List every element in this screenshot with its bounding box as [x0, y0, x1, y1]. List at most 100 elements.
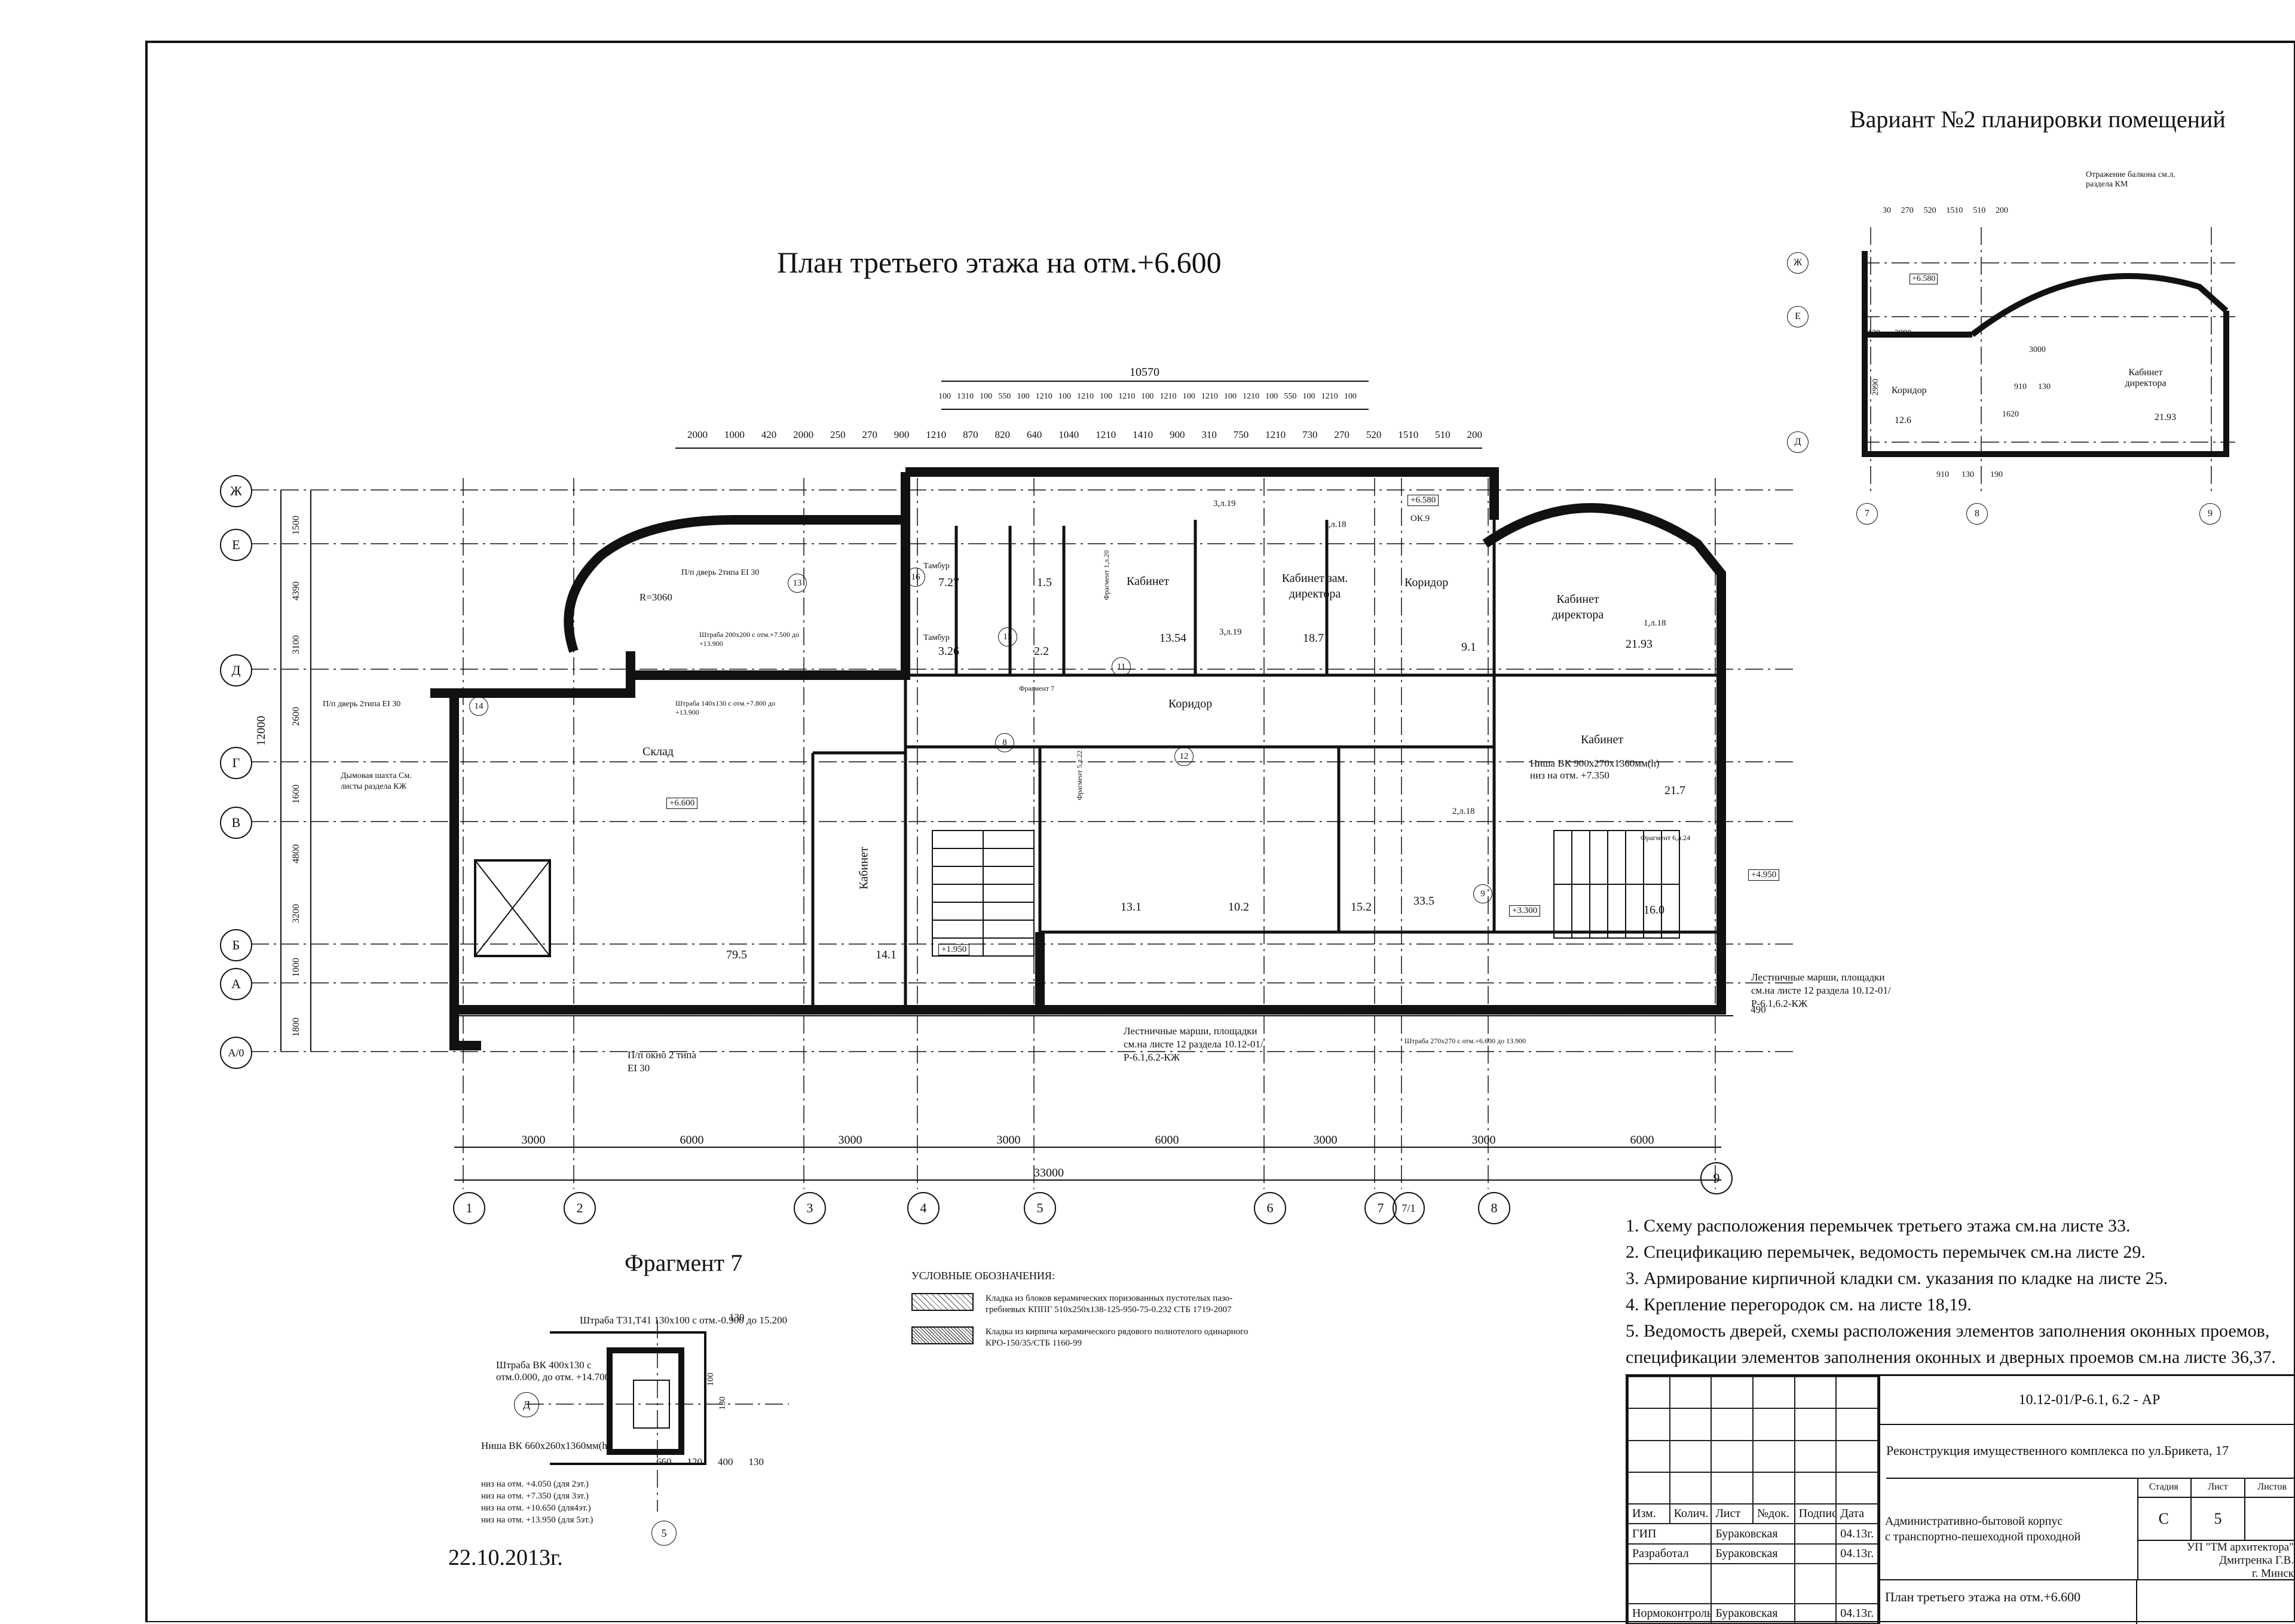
dim: 100: [938, 392, 951, 401]
dim: 1210: [1321, 392, 1338, 401]
grid-bubble-row-zh: Ж: [220, 475, 252, 507]
level-mark: +1.950: [938, 944, 970, 955]
fragment7-label: Штраба Т31,Т41 130х100 с отм.-0.900 до 1…: [580, 1314, 788, 1326]
sheet-number: 5: [2192, 1498, 2246, 1540]
legend: УСЛОВНЫЕ ОБОЗНАЧЕНИЯ: Кладка из блоков к…: [911, 1270, 1270, 1349]
grid-bubble-col-6: 6: [1254, 1192, 1286, 1224]
grid-lines: [251, 478, 1793, 1189]
fragment7-label: низ на отм. +13.950 (для 5эт.): [481, 1515, 593, 1525]
tb-head: №док.: [1752, 1503, 1795, 1525]
room-area: 1.5: [1037, 576, 1052, 589]
fragment7-drawing: [526, 1320, 789, 1512]
dim: 130: [717, 1396, 727, 1410]
dim: 100: [705, 1372, 715, 1386]
dim: 1210: [1455, 1004, 1476, 1015]
dim: 4370: [1690, 1004, 1710, 1015]
level-mark: +6.600: [666, 798, 698, 809]
room-label: Коридор: [1404, 576, 1449, 589]
dim: 1310: [957, 392, 974, 401]
dim: 1600: [291, 785, 301, 804]
callout-fire-door: П/п дверь 2типа EI 30: [681, 568, 760, 577]
dim: 1510: [1946, 206, 1963, 215]
dim: 1410: [1133, 429, 1153, 440]
dim: 900: [1169, 429, 1185, 440]
dim: 100: [1223, 392, 1237, 401]
marker-circle: 8: [995, 733, 1014, 752]
room-label: Склад: [642, 745, 674, 758]
variant-callout: Отражение балкона см.л. раздела КМ: [2086, 170, 2175, 189]
dim: 1210: [1243, 392, 1260, 401]
variant-grid-row: Д: [1787, 431, 1809, 453]
dim: 550: [998, 392, 1011, 401]
dim: 3000: [2029, 345, 2046, 354]
note-line: 4. Крепление перегородок см. на листе 18…: [1626, 1295, 1972, 1314]
variant-grid-row: Ж: [1787, 252, 1809, 274]
marker-circle: 13: [788, 574, 807, 593]
column-spacing-dimensions: 3000 6000 3000 3000 6000 3000 3000 6000: [454, 1132, 1721, 1148]
column-spacing: 6000: [680, 1133, 704, 1147]
dim: 620: [1104, 1004, 1120, 1015]
tb-role: ГИП: [1627, 1523, 1712, 1545]
grid-bubble-row-a0: А/0: [220, 1037, 252, 1069]
dim: 880: [1516, 1004, 1532, 1015]
marker-circle: 9: [1473, 884, 1492, 903]
dim: 930: [1572, 1004, 1588, 1015]
grid-bubble-col-8: 8: [1478, 1192, 1510, 1224]
grid-bubble-col-9: 9: [1700, 1162, 1733, 1194]
callout-stairs: Лестничные марши, площадки см.на листе 1…: [1124, 1025, 1263, 1063]
room-area: 33.5: [1413, 894, 1434, 908]
callout-chase: Штраба 140х130 с отм.+7.800 до +13.900: [675, 699, 776, 716]
row-spacing-dimensions: 1500 4390 3100 2600 1600 4800 3200 1000 …: [287, 496, 305, 1052]
stage-head: Лист: [2192, 1478, 2246, 1497]
dim: 1620: [2002, 410, 2019, 419]
column-spacing: 3000: [996, 1133, 1021, 1147]
dim: 520: [1923, 206, 1936, 215]
drawing-code: 10.12-01/Р-6.1, 6.2 - АР: [1880, 1376, 2295, 1425]
dim: 1210: [519, 1004, 540, 1015]
room-area: 2.2: [1034, 645, 1049, 658]
note-line: 5. Ведомость дверей, схемы расположения …: [1626, 1321, 2270, 1341]
dim: 820: [994, 429, 1011, 440]
callout-chase: Штраба 270х270 с отм.+6.600 до 13.900: [1404, 1037, 1526, 1045]
dim: 1210: [1201, 392, 1218, 401]
legend-item: Кладка из кирпича керамического рядового…: [911, 1326, 1270, 1349]
room-area: 21.7: [1664, 784, 1685, 797]
detail-mark: 3,л.19: [1213, 499, 1236, 508]
callout-fire-window: П/п окно 2 типа EI 30: [628, 1049, 696, 1074]
tb-head: Изм.: [1627, 1503, 1670, 1525]
room-area: 18.7: [1303, 632, 1324, 645]
dim: 660: [656, 1456, 672, 1467]
dim: 1210: [926, 429, 947, 440]
dim: 1800: [291, 1018, 301, 1037]
room-area: 7.27: [938, 576, 959, 589]
dim: 1000: [724, 429, 745, 440]
stage-value: С: [2137, 1498, 2192, 1540]
room-label: Кабинет директора: [1552, 593, 1604, 621]
dim: 640: [1026, 429, 1042, 440]
marker-circle: 14: [469, 697, 488, 716]
fragment7-label: Ниша ВК 660х260х1360мм(h),: [481, 1440, 613, 1451]
grid-column-bubbles: 1 2 3 4 5 6 7 7/1 8 9: [442, 1162, 1757, 1234]
sheet-frame: [145, 41, 2295, 1622]
grid-row-bubbles: Ж Е Д Г В Б А А/0: [220, 472, 256, 1069]
grid-bubble-row-g: Г: [220, 747, 252, 779]
dim: 420: [761, 429, 777, 440]
tb-name: Бураковская: [1710, 1523, 1795, 1545]
detail-mark: 1,л.18: [1324, 520, 1347, 529]
dim: 930: [758, 1004, 774, 1015]
dim: 900: [1344, 1004, 1359, 1015]
note-line: 3. Армирование кирпичной кладки см. указ…: [1626, 1268, 2168, 1288]
dim: 100: [1182, 392, 1195, 401]
dim: 1000: [291, 958, 301, 977]
room-label: Кабинет: [1127, 575, 1170, 588]
marker-circle: 15: [998, 627, 1017, 646]
dimension-lines: [280, 381, 1733, 1181]
dim: 1210: [1628, 1004, 1649, 1015]
dim: 1810: [1221, 1004, 1242, 1015]
drawing-name: План третьего этажа на отм.+6.600: [1880, 1579, 2137, 1624]
org-line: г. Минск: [2251, 1567, 2294, 1580]
dim: 100: [1100, 392, 1113, 401]
dim: 1210: [987, 1004, 1008, 1015]
dim: 900: [463, 1004, 479, 1015]
